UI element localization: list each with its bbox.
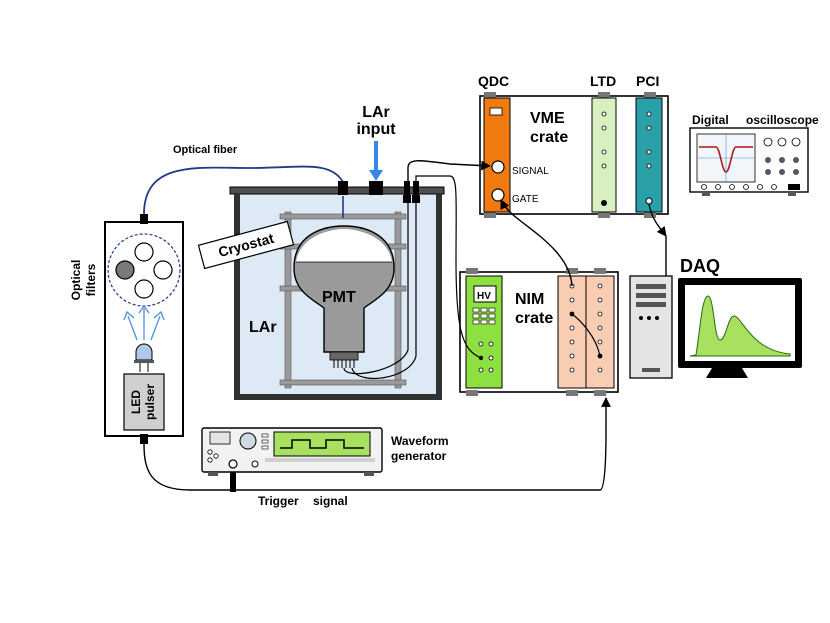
- trigger-label: Trigger: [258, 494, 299, 508]
- digital-oscilloscope: [689, 127, 809, 196]
- oscilloscope-trace: [699, 146, 753, 173]
- cable-feedthrough-2: [413, 181, 419, 195]
- ltd-module: [591, 97, 617, 213]
- monitor-stand: [706, 368, 748, 378]
- vme-crate: [479, 92, 669, 218]
- spectrum-plot: [689, 295, 791, 357]
- lar-input-port: [369, 181, 383, 195]
- qdc-gate-input: [491, 188, 505, 202]
- waveform-knob: [239, 432, 257, 450]
- led-light-arrows: [123, 304, 165, 341]
- cryostat-wall-left: [234, 194, 240, 398]
- pmt-cable-1: [343, 203, 409, 375]
- qdc-signal-input: [491, 160, 505, 174]
- led-icon: [134, 343, 154, 372]
- led-filter-box: LED pulser: [104, 214, 184, 444]
- vme-crate-label-line2: crate: [530, 129, 568, 146]
- computer-tower: [629, 275, 673, 379]
- trigger-tee: [230, 472, 236, 492]
- waveform-output: [228, 459, 238, 469]
- hv-keypad: [472, 307, 496, 325]
- hv-label: HV: [477, 291, 491, 302]
- lar-input-label-line2: input: [356, 121, 396, 138]
- pmt-label: PMT: [322, 289, 356, 306]
- cable-feedthrough-1: [404, 181, 410, 195]
- filter-slot-left: [115, 260, 135, 280]
- oscilloscope-label-digital: Digital: [692, 113, 729, 127]
- optical-filters-label-line1: Optical: [69, 260, 83, 301]
- optical-fiber: [143, 165, 344, 215]
- nim-crate: [459, 268, 619, 396]
- trigger-signal-label: signal: [313, 494, 348, 508]
- led-pulser-label-line1: LED: [129, 390, 143, 414]
- cryostat: PMT LAr: [229, 181, 445, 400]
- waveform-generator: [201, 427, 383, 476]
- waveform-generator-label-line1: Waveform: [391, 434, 449, 448]
- pci-label: PCI: [636, 73, 659, 89]
- nim-crate-label-line2: crate: [515, 310, 553, 327]
- waveform-screen: [273, 431, 371, 457]
- led-pulser-label-line2: pulser: [143, 384, 157, 420]
- optical-fiber-label: Optical fiber: [173, 144, 238, 156]
- waveform-generator-label-line2: generator: [391, 449, 447, 463]
- cryostat-bottom: [234, 394, 442, 400]
- optical-filters-label-line2: filters: [84, 263, 98, 296]
- pmt-cable-2: [351, 203, 417, 380]
- hv-cable: [415, 175, 482, 359]
- trigger-cable: [143, 397, 611, 491]
- gate-cable: [500, 199, 573, 287]
- oscilloscope-label: oscilloscope: [746, 113, 819, 127]
- led-pulser-box: [123, 373, 165, 431]
- vme-crate-label-line1: VME: [530, 110, 565, 127]
- square-wave: [280, 439, 364, 449]
- pmt: [293, 225, 395, 368]
- waveform-mini-display: [209, 431, 231, 445]
- lar-label: LAr: [249, 319, 277, 336]
- fiber-feedthrough: [338, 181, 348, 195]
- filter-slot-top: [134, 242, 154, 262]
- cryostat-wall-right: [436, 194, 442, 398]
- nim-crate-label-line1: NIM: [515, 291, 544, 308]
- fiber-connector: [140, 214, 148, 224]
- pci-to-daq-cable: [648, 203, 667, 237]
- filter-slot-bottom: [134, 279, 154, 299]
- gate-label: GATE: [512, 194, 539, 205]
- pmt-signal-cable: [407, 160, 491, 181]
- filter-slot-right: [153, 260, 173, 280]
- lar-input-label-line1: LAr: [362, 104, 390, 121]
- ltd-label: LTD: [590, 73, 616, 89]
- hv-display: [473, 285, 497, 303]
- cryostat-lid: [229, 186, 445, 195]
- trigger-connector: [140, 434, 148, 444]
- signal-label: SIGNAL: [512, 166, 549, 177]
- daq-label: DAQ: [680, 256, 720, 276]
- qdc-label: QDC: [478, 73, 509, 89]
- daq-computer: [629, 275, 802, 379]
- pci-module: [635, 97, 663, 213]
